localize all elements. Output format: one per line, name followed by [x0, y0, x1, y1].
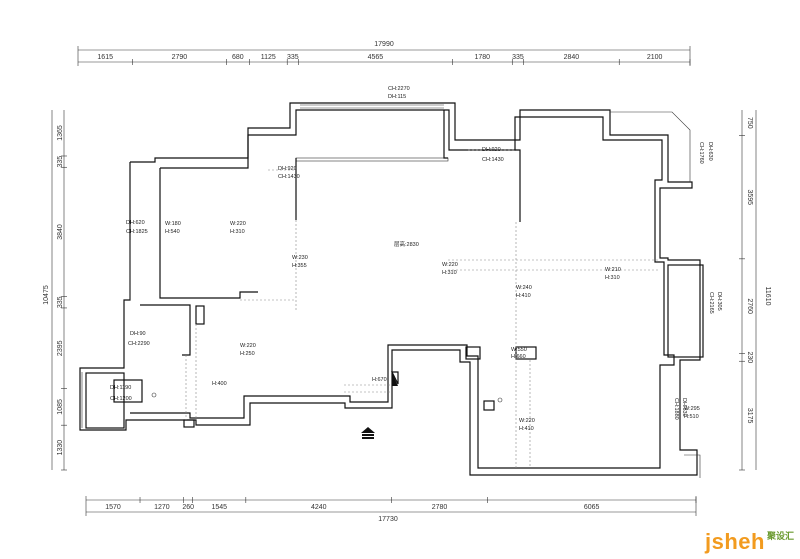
beam-lines	[185, 149, 660, 468]
label-ch1825: CH:1825	[126, 229, 148, 235]
label-h400: H:400	[212, 381, 227, 387]
label-h660: H:660	[511, 354, 526, 360]
fixture-circle	[151, 392, 157, 398]
label-dh305: DH:305	[716, 292, 722, 311]
label-h670: H:670	[372, 377, 387, 383]
label-ch1760: CH:1760	[698, 142, 704, 164]
label-w210: W:210	[605, 267, 621, 273]
top-dimension-segment: 1125	[261, 54, 276, 61]
right-total-dimension: 11610	[764, 287, 771, 306]
left-dimension-chain: 10475 1365 335 3840 335 2395 1085 1330	[43, 110, 67, 471]
bottom-dimension-segment: 6065	[584, 504, 600, 511]
left-total-dimension: 10475	[43, 285, 50, 305]
label-h510: H:510	[684, 414, 699, 420]
brand-cn: 聚设汇	[766, 531, 794, 541]
label-h540: H:540	[165, 229, 180, 235]
right-dimension-segment: 3595	[746, 189, 753, 205]
bottom-dimension-segment: 1270	[154, 504, 170, 511]
right-dimension-chain: 11610 750 3595 2760 230 3175	[739, 110, 771, 471]
label-ch1880: CH:1880	[673, 398, 679, 420]
label-w180: W:180	[165, 221, 181, 227]
top-dimension-chain: 17990 1615 2790 680 1125 335 4565 1780 335 2840 2…	[77, 41, 691, 66]
top-dimension-segment: 335	[287, 54, 299, 61]
top-dimension-segment: 680	[232, 54, 244, 61]
top-dimension-segment: 2100	[647, 54, 663, 61]
label-ch1430b: CH:1430	[482, 157, 504, 163]
left-dimension-segment: 1330	[57, 440, 64, 456]
label-dh920b: DH:920	[482, 147, 501, 153]
label-w220d: W:220	[519, 418, 535, 424]
top-dimension-segment: 2840	[564, 54, 580, 61]
label-w220c: W:220	[240, 343, 256, 349]
top-dimension-segment: 2790	[172, 54, 188, 61]
label-w220b: W:220	[442, 262, 458, 268]
label-h250: H:250	[240, 351, 255, 357]
label-w220a: W:220	[230, 221, 246, 227]
bottom-dimension-segment: 1545	[211, 504, 227, 511]
top-total-dimension: 17990	[374, 41, 394, 48]
label-dh90: DH:90	[130, 331, 146, 337]
left-dimension-segment: 2395	[57, 340, 64, 356]
label-ch1430a: CH:1430	[278, 174, 300, 180]
entry-arrow-icon	[361, 427, 375, 439]
top-dimension-segment: 1780	[475, 54, 491, 61]
fixture-circle	[497, 397, 503, 403]
bottom-dimension-chain: 17730 1570 1270 260 1545 4240 2780 6065	[85, 496, 697, 523]
bottom-total-dimension: 17730	[378, 516, 398, 523]
label-h410b: H:410	[519, 426, 534, 432]
label-dh630b: DH:630	[681, 398, 687, 417]
label-h410a: H:410	[516, 293, 531, 299]
wall-outline	[79, 102, 704, 478]
brand-wordmark: jsheh	[705, 529, 765, 554]
label-w230: W:230	[292, 255, 308, 261]
annotations: CH:2270 DH:115 层高:2830 DH:920 CH:1430 DH…	[110, 86, 722, 432]
label-ceiling-height: 层高:2830	[394, 240, 419, 248]
label-w550: W:550	[511, 347, 527, 353]
label-h355: H:355	[292, 263, 307, 269]
right-dimension-segment: 750	[746, 117, 753, 129]
bottom-dimension-segment: 2780	[432, 504, 448, 511]
label-h310c: H:310	[605, 275, 620, 281]
left-dimension-segment: 335	[57, 296, 64, 308]
bottom-dimension-segment: 4240	[311, 504, 327, 511]
left-dimension-segment: 1085	[57, 399, 64, 415]
label-ch1200: CH:1200	[110, 396, 132, 402]
top-dimension-segment: 4565	[368, 54, 384, 61]
left-dimension-segment: 335	[57, 156, 64, 168]
label-h310b: H:310	[442, 270, 457, 276]
bottom-dimension-segment: 260	[182, 504, 194, 511]
label-ch2165: CH:2165	[708, 292, 714, 314]
label-ch-top: CH:2270	[388, 86, 410, 92]
right-dimension-segment: 230	[746, 351, 753, 363]
left-dimension-segment: 1365	[57, 125, 64, 141]
label-dh620: DH:620	[126, 220, 145, 226]
right-dimension-segment: 3175	[746, 408, 753, 424]
label-h310a: H:310	[230, 229, 245, 235]
top-dimension-segment: 335	[512, 54, 524, 61]
right-dimension-segment: 2760	[746, 298, 753, 314]
left-dimension-segment: 3840	[57, 224, 64, 240]
label-w240: W:240	[516, 285, 532, 291]
label-dh-top: DH:115	[388, 94, 406, 100]
top-dimension-segment: 1615	[97, 54, 113, 61]
label-dh630a: DH:630	[707, 142, 713, 161]
label-dh920a: DH:920	[278, 166, 297, 172]
label-w295: W:295	[684, 406, 700, 412]
label-dh1190: DH:1190	[110, 385, 131, 391]
label-ch2290: CH:2290	[128, 341, 150, 347]
bottom-dimension-segment: 1570	[105, 504, 121, 511]
